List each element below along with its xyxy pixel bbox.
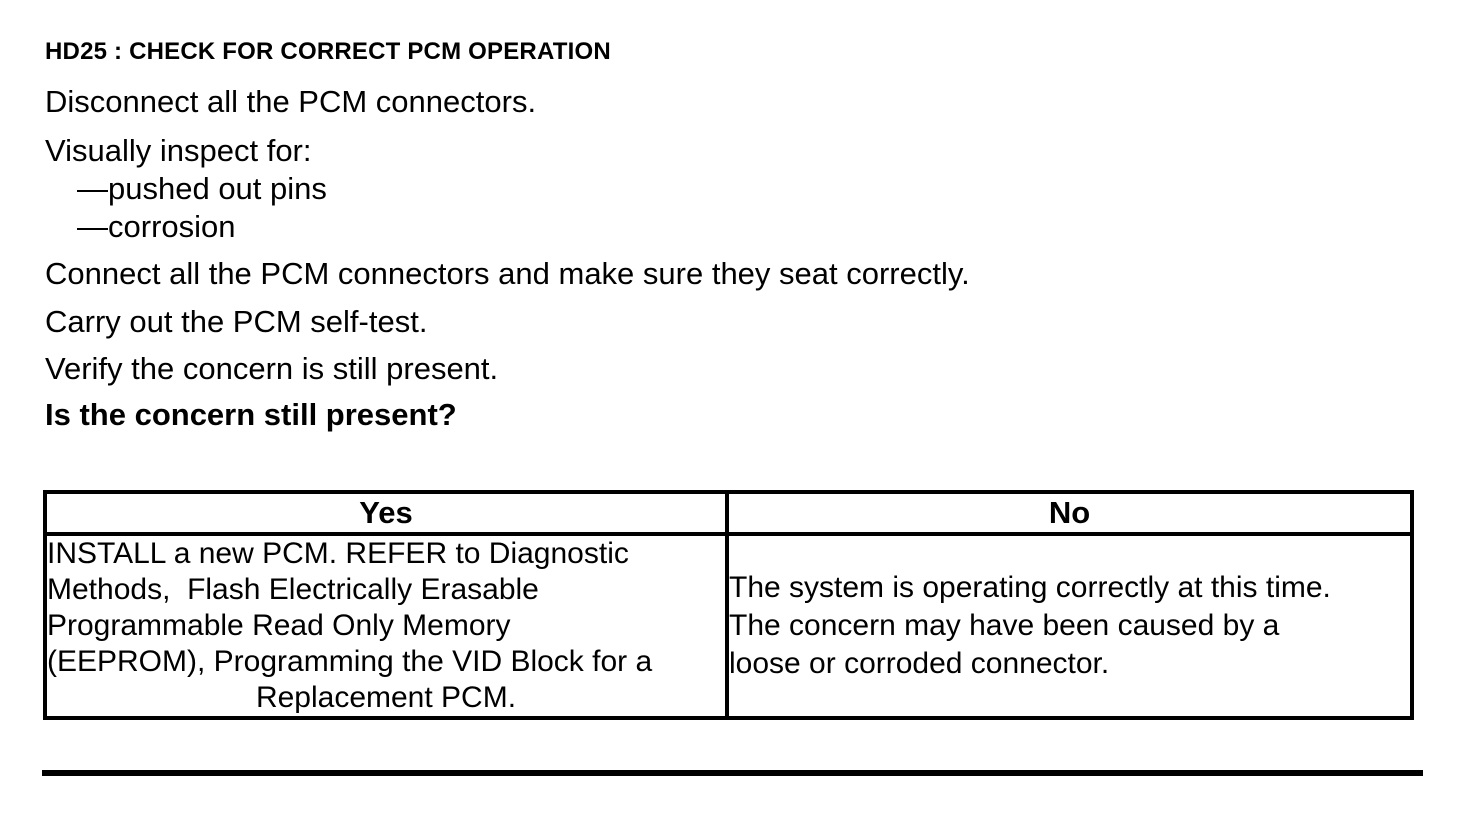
yes-action-line: (EEPROM), Programming the VID Block for …	[47, 645, 653, 678]
step-verify-concern: Verify the concern is still present.	[45, 351, 499, 386]
decision-table-header-row: Yes No	[43, 490, 1414, 536]
step-visually-inspect: Visually inspect for:	[45, 133, 312, 168]
pinpoint-test-step-title: HD25 : CHECK FOR CORRECT PCM OPERATION	[45, 38, 611, 65]
decision-question: Is the concern still present?	[45, 397, 457, 432]
yes-action-line: INSTALL a new PCM. REFER to Diagnostic	[47, 537, 629, 570]
no-action-line: The concern may have been caused by a	[729, 609, 1280, 642]
no-column-header: No	[725, 490, 1414, 536]
inspection-list-item-corrosion: —corrosion	[77, 209, 236, 244]
step-connect-connectors: Connect all the PCM connectors and make …	[45, 256, 970, 291]
yes-no-decision-table: Yes No INSTALL a new PCM. REFER to Diagn…	[43, 490, 1414, 720]
yes-action-cell: INSTALL a new PCM. REFER to Diagnostic M…	[43, 532, 729, 720]
no-action-cell: The system is operating correctly at thi…	[725, 532, 1414, 720]
step-disconnect-connectors: Disconnect all the PCM connectors.	[45, 84, 537, 119]
yes-column-header: Yes	[43, 490, 729, 536]
section-divider-rule	[42, 770, 1423, 776]
decision-table-body-row: INSTALL a new PCM. REFER to Diagnostic M…	[43, 532, 1414, 720]
no-action-line: loose or corroded connector.	[729, 647, 1110, 680]
no-action-line: The system is operating correctly at thi…	[729, 571, 1331, 604]
step-carry-out-self-test: Carry out the PCM self-test.	[45, 304, 428, 339]
yes-action-line: Programmable Read Only Memory	[47, 609, 511, 642]
inspection-list: —pushed out pins —corrosion	[45, 170, 1472, 246]
yes-action-line: Replacement PCM.	[255, 681, 517, 714]
inspection-list-item-pushed-out-pins: —pushed out pins	[77, 171, 327, 206]
yes-action-line: Methods, Flash Electrically Erasable	[47, 573, 539, 606]
